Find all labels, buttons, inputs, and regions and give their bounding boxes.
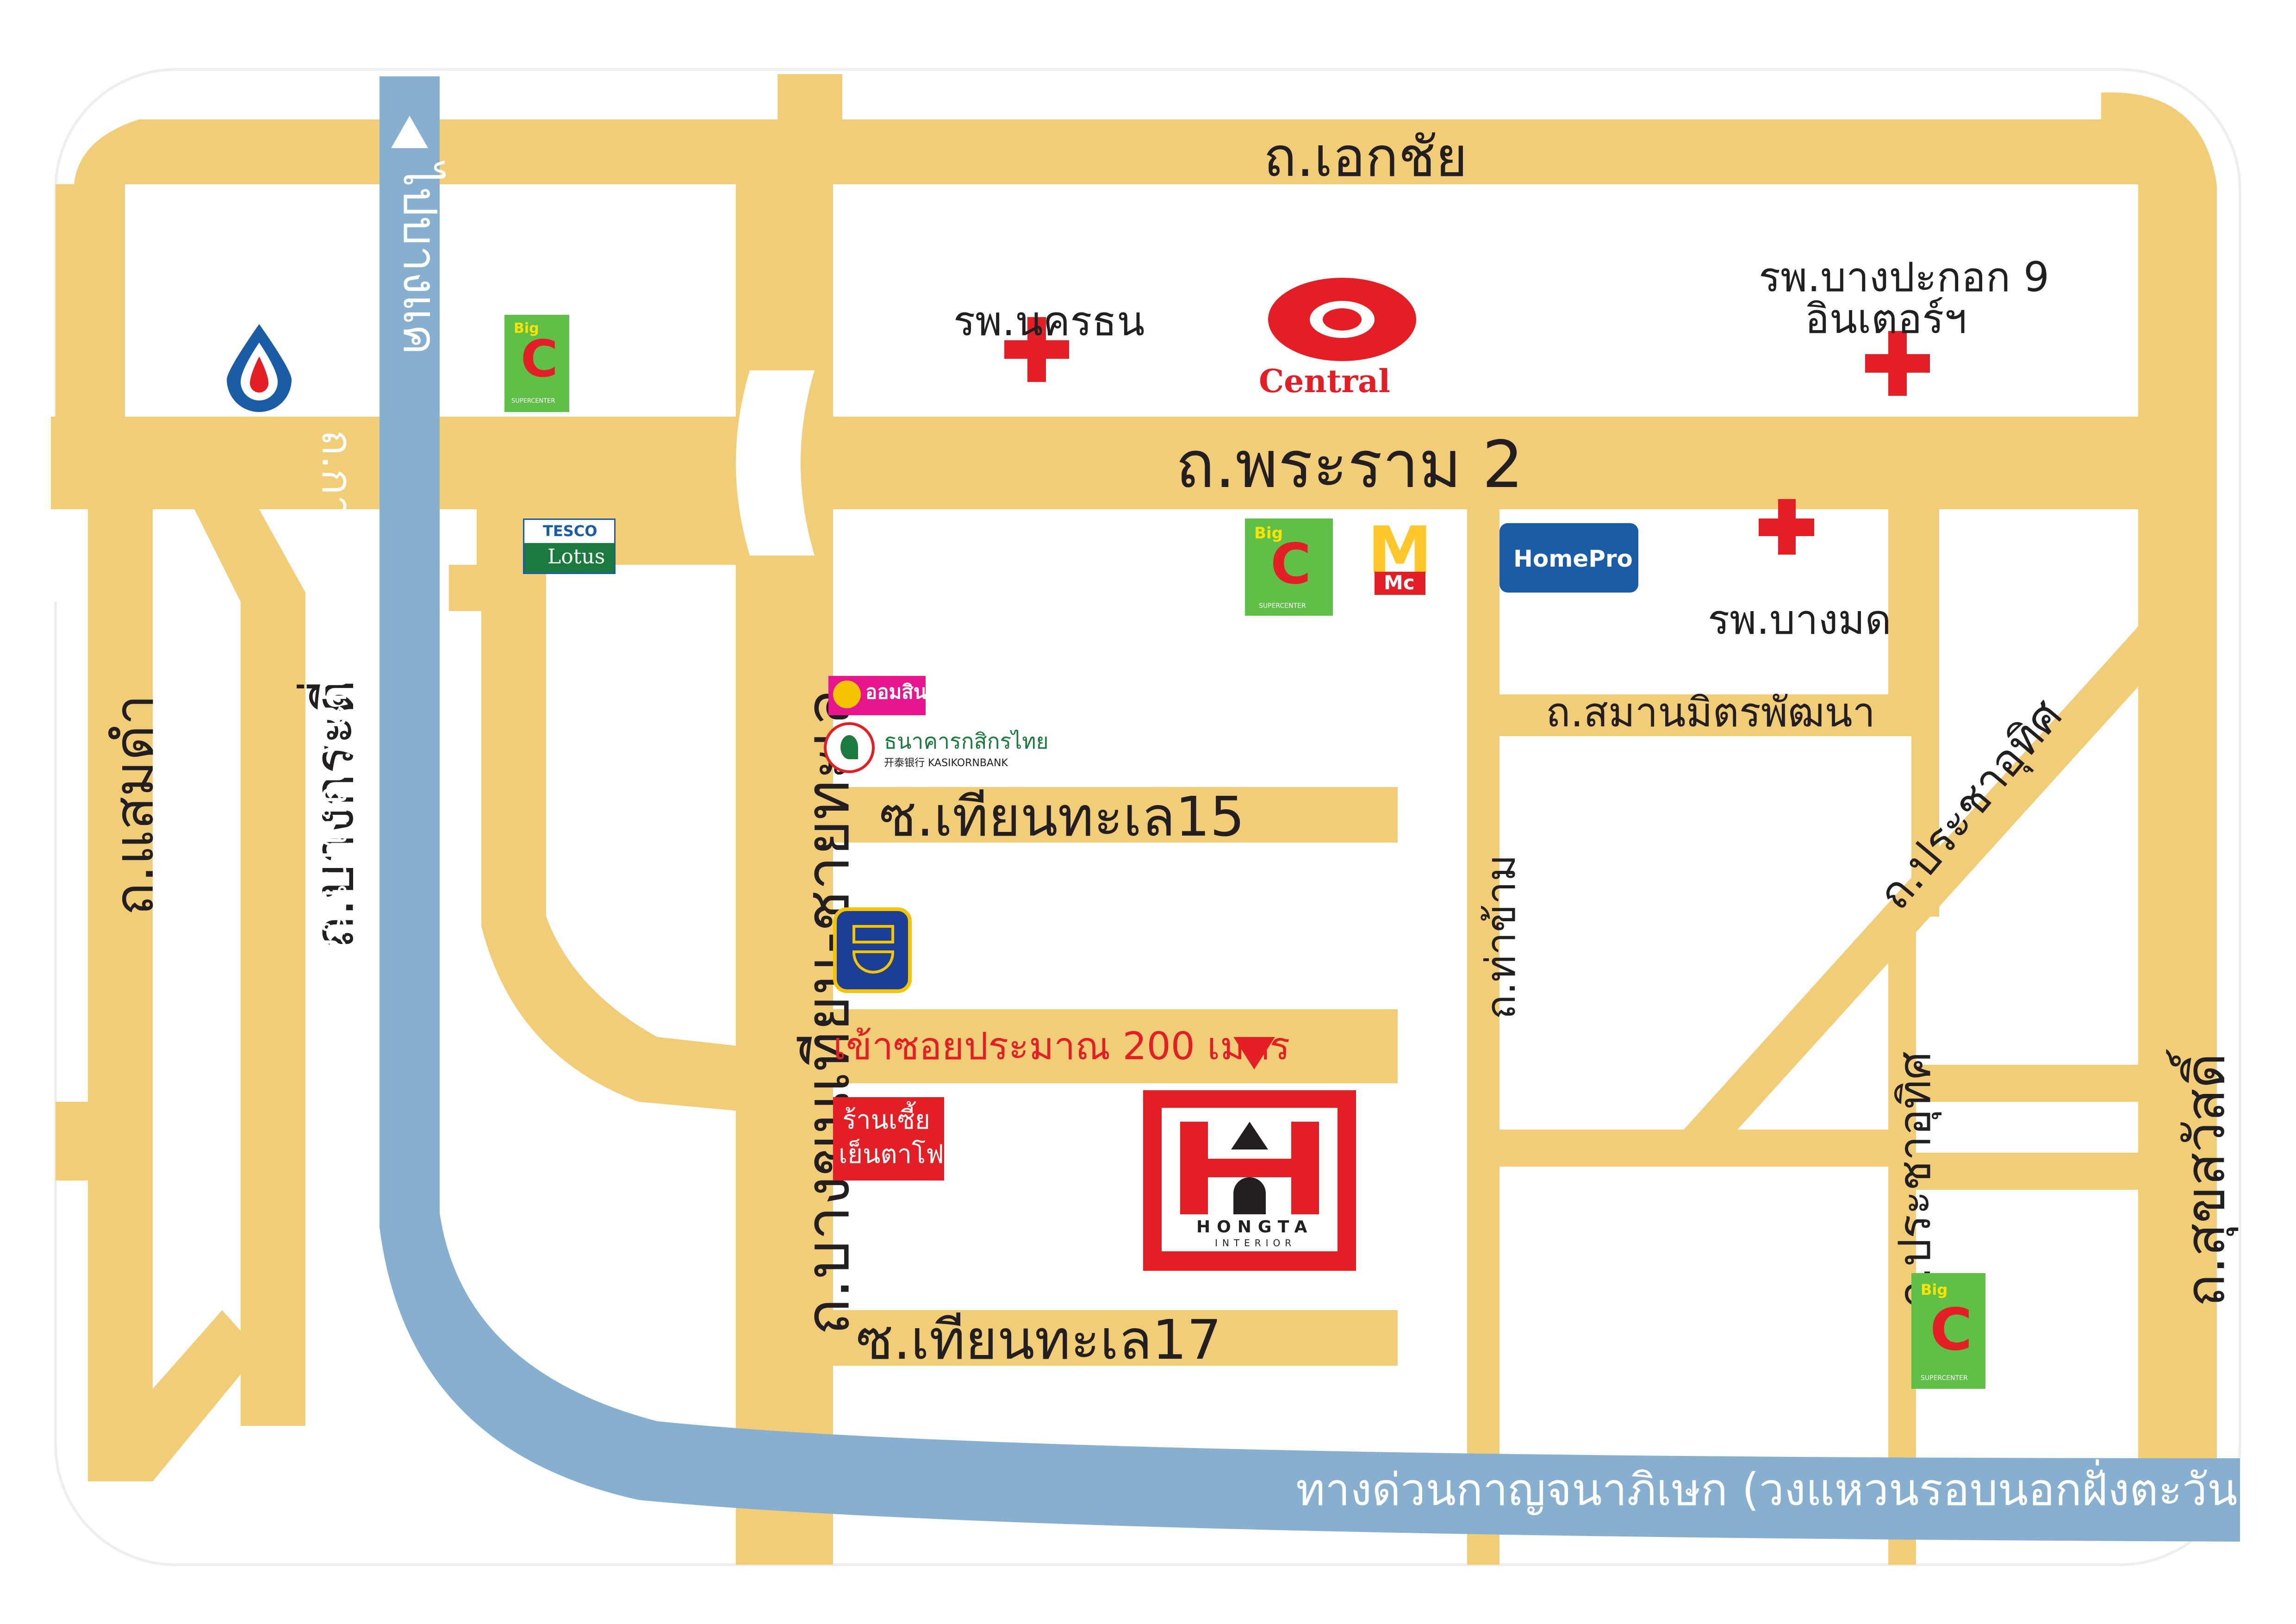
road-label-soi15: ซ.เทียนทะเล15 — [879, 785, 1245, 849]
bigc-logo-letter: C — [1270, 532, 1312, 597]
road-right-conn-3 — [1911, 1153, 2152, 1190]
road-roundabout — [736, 370, 815, 556]
road-ekachai-top-stub — [778, 74, 842, 125]
tesco-logo-text: TESCO — [543, 522, 597, 540]
hospital-label-nakhon-thon: รพ.นครธน — [953, 297, 1145, 345]
bigc-logo-sub: SUPERCENTER — [511, 398, 555, 405]
central-logo-text: Central — [1259, 363, 1390, 400]
road-label-rama2: ถ.พระราม 2 — [1176, 427, 1524, 503]
direction-arrow-icon — [1233, 1037, 1275, 1069]
bigc-logo-letter: C — [1930, 1296, 1972, 1363]
arrow-up-icon — [391, 116, 428, 148]
gsb-logo: ออมสิน — [828, 676, 927, 715]
road-ekachai-left-curve — [74, 119, 139, 184]
kbank-logo: ธนาคารกสิกรไทย 开泰银行 KASIKORNBANK — [824, 722, 1049, 778]
mcdonalds-logo: M Mc — [1365, 518, 1439, 597]
shop-label-line2: เย็นตาโฟ — [839, 1139, 944, 1169]
mcdonalds-text: Mc — [1384, 571, 1415, 594]
direction-text: เข้าซอยประมาณ 200 เมตร — [833, 1024, 1290, 1068]
road-kanchanaphisek-side — [481, 602, 740, 1111]
hospital-label-bangpakok-1: รพ.บางปะกอก 9 — [1759, 253, 2049, 301]
bigc-logo-sub: SUPERCENTER — [1259, 602, 1306, 610]
bigc-logo-2: Big C SUPERCENTER — [1245, 518, 1333, 616]
road-label-tha-kham: ถ.ท่าข้าม — [1477, 854, 1525, 1020]
hospital-label-bangpakok-2: อินเตอร์ฯ — [1805, 295, 1967, 343]
hospital-cross-icon-bangpakok — [1865, 331, 1930, 396]
road-soi-entry — [833, 1009, 1398, 1083]
bigc-logo-big: Big — [1254, 524, 1283, 543]
road-tha-kham — [1467, 509, 1500, 1565]
bigc-logo-sub: SUPERCENTER — [1921, 1374, 1968, 1382]
road-label-soi17: ซ.เทียนทะเล17 — [856, 1308, 1222, 1372]
ptt-logo-icon — [227, 324, 292, 412]
road-homepro-right — [1888, 509, 1911, 736]
road-right-conn-2 — [1911, 1065, 2152, 1102]
road-bang-kradi — [194, 509, 305, 1426]
hongta-interior-logo: HONGTA INTERIOR — [1143, 1090, 1356, 1271]
hospital-cross-icons — [1004, 317, 1930, 555]
road-ekachai-band — [139, 119, 2166, 184]
road-bang-khun-thian — [736, 120, 833, 1565]
kbank-emblem-icon — [824, 722, 875, 773]
gsb-logo-text: ออมสิน — [865, 681, 927, 703]
homepro-logo-text: HomePro — [1513, 545, 1633, 572]
bank-emblem-inner-icon — [852, 925, 894, 943]
road-saen-dam — [88, 509, 259, 1481]
tesco-lotus-logo: TESCO Lotus — [523, 518, 616, 574]
lotus-logo-band — [524, 543, 614, 573]
bigc-logo-1: Big C SUPERCENTER — [504, 315, 569, 412]
hongta-logo-text: HONGTA — [1196, 1218, 1314, 1237]
bank-emblem-logo — [833, 907, 912, 993]
road-rama2 — [51, 417, 2143, 509]
kbank-logo-thai: ธนาคารกสิกรไทย — [884, 729, 1049, 754]
road-samanmit — [1500, 694, 1898, 736]
road-label-bang-khun-thian: ถ.บางขุนเทียน-ชายทะเล — [792, 688, 864, 1336]
road-soi15 — [833, 787, 1398, 843]
expressway-label-north: ไปบางแค — [392, 163, 447, 355]
road-pracha-uthit-diagonal — [1675, 611, 2152, 1157]
shop-label-line1: ร้านเซี้ย — [842, 1105, 930, 1135]
road-label-samanmit: ถ.สมานมิตรพัฒนา — [1546, 688, 1876, 736]
road-saen-dam-base — [56, 1102, 153, 1181]
road-left-stub-top — [56, 184, 125, 420]
hongta-logo-subtext: INTERIOR — [1215, 1237, 1296, 1249]
bigc-logo-big: Big — [1921, 1281, 1948, 1299]
kbank-logo-english: 开泰银行 KASIKORNBANK — [884, 757, 1008, 769]
expressway-label-vertical: ถ.กาญจนาภิเษก (วงแหวนรอบนอกตะวันตก) — [312, 430, 362, 1243]
road-soi17 — [833, 1310, 1398, 1366]
expressway-kanchanaphisek — [380, 76, 2240, 1542]
road-label-suksawat: ถ.สุขสวัสดิ์ — [2173, 1053, 2237, 1307]
bigc-logo-3: Big C SUPERCENTER — [1911, 1273, 1985, 1389]
road-network — [51, 74, 2217, 1565]
homepro-logo: HomePro — [1500, 523, 1638, 593]
road-pracha-uthit-top — [1911, 509, 1939, 917]
bigc-logo-letter: C — [521, 329, 558, 388]
road-label-ekachai: ถ.เอกชัย — [1263, 125, 1468, 189]
central-logo-icon — [1268, 278, 1416, 361]
expressway-label-bottom: ทางด่วนกาญจนาภิเษก (วงแหวนรอบนอกฝั่งตะวั… — [1296, 1464, 2296, 1516]
hospital-cross-icon-nakhon-thon — [1004, 317, 1069, 382]
hospital-cross-icon-bangmot — [1759, 499, 1814, 555]
lotus-logo-text: Lotus — [548, 545, 605, 568]
hongta-logo-frame: HONGTA INTERIOR — [1162, 1108, 1338, 1251]
road-label-pracha-uthit: ถ.ประชาอุทิศ — [1888, 1051, 1941, 1308]
road-label-saen-dam: ถ.แสมดำ — [101, 694, 166, 916]
hospital-label-bangmot: รพ.บางมด — [1708, 596, 1892, 643]
shop-label-box: ร้านเซี้ย เย็นตาโฟ — [833, 1097, 944, 1181]
bigc-logo-big: Big — [514, 320, 539, 337]
mcdonalds-badge — [1375, 572, 1425, 595]
road-suksawat — [2138, 509, 2217, 1472]
gsb-emblem-icon — [833, 681, 861, 708]
